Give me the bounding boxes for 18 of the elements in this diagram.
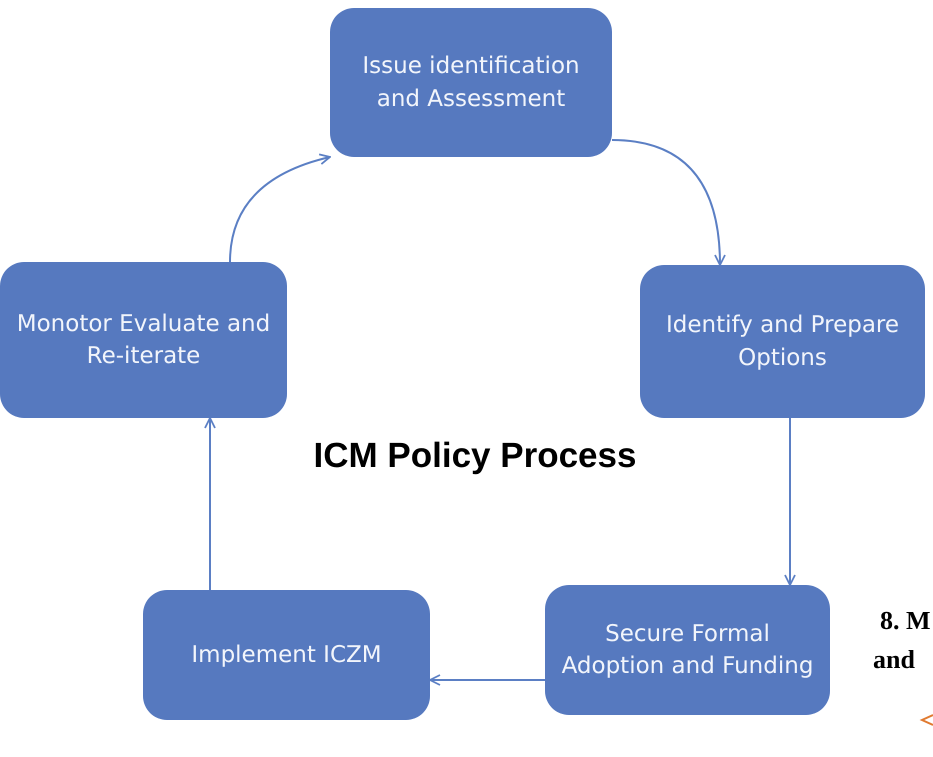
- arrow: [204, 417, 216, 590]
- diagram-title: ICM Policy Process: [312, 436, 638, 476]
- box-text: Issue identification and Assessment: [361, 52, 581, 114]
- process-box: [640, 265, 925, 418]
- process-box: [330, 8, 612, 157]
- process-box: [143, 590, 430, 720]
- arrow: [612, 139, 726, 266]
- process-box: [0, 262, 287, 418]
- arrow: [429, 674, 545, 686]
- box-text: Identify and Prepare Options: [664, 311, 900, 372]
- box-text: Implement ICZM: [191, 640, 382, 670]
- arrow: [229, 154, 331, 262]
- box-text: Monotor Evaluate and Re-iterate: [16, 310, 271, 371]
- arrow: [784, 418, 796, 586]
- cut-off-text: 8. M: [880, 606, 931, 636]
- process-box: [545, 585, 830, 715]
- cut-off-text: and: [873, 645, 915, 675]
- box-text: Secure Formal Adoption and Funding: [561, 620, 814, 681]
